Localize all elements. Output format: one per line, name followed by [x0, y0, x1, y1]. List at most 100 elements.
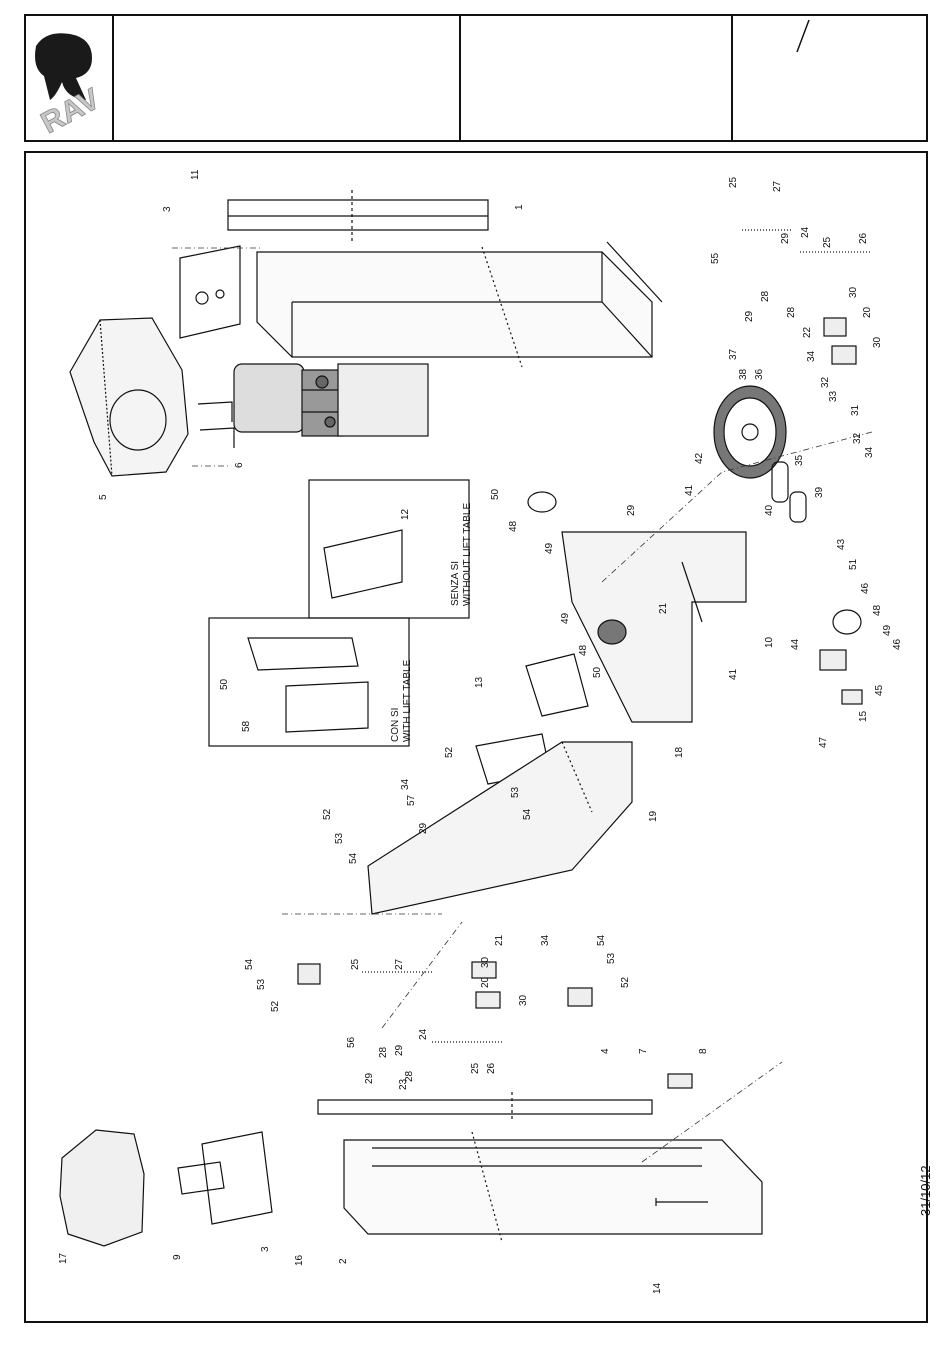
part-callout-p40: 40: [764, 504, 775, 516]
plate-3-bottom: [177, 1131, 273, 1225]
part-callout-p3a: 3: [162, 206, 173, 212]
part-callout-p18: 18: [674, 746, 685, 758]
spring-rods: [362, 229, 872, 1043]
part-callout-p50b: 50: [592, 666, 603, 678]
part-callout-p47: 47: [818, 736, 829, 748]
column-2: [343, 1131, 763, 1243]
part-callout-p29e: 29: [364, 1072, 375, 1084]
part-callout-p29d: 29: [418, 822, 429, 834]
part-callout-p29c: 29: [626, 504, 637, 516]
cylinders-35-39: [771, 461, 807, 523]
part-callout-p54d: 54: [596, 934, 607, 946]
part-callout-p53a: 53: [510, 786, 521, 798]
rollers-48-50: [527, 491, 862, 645]
part-callout-p26b: 26: [486, 1062, 497, 1074]
part-callout-p25b: 25: [822, 236, 833, 248]
part-callout-p32b: 32: [852, 432, 863, 444]
part-callout-p21a: 21: [658, 602, 669, 614]
part-callout-p16: 16: [294, 1254, 305, 1266]
part-callout-p33: 33: [828, 390, 839, 402]
exploded-view-svg: SENZA SI WITHOUT LIFT TABLE CON SI WITH …: [58, 169, 903, 1294]
part-callout-p53b: 53: [334, 832, 345, 844]
part-callout-p1: 1: [514, 204, 525, 210]
sheet-cell: [733, 16, 928, 140]
part-callout-p8: 8: [698, 1048, 709, 1054]
part-callout-p54b: 54: [348, 852, 359, 864]
part-callout-p3b: 3: [260, 1246, 271, 1252]
part-callout-p17: 17: [58, 1252, 69, 1264]
part-callout-p52d: 52: [620, 976, 631, 988]
part-callout-p52b: 52: [322, 808, 333, 820]
box-with-lift-table: [208, 617, 410, 747]
part-callout-p30b: 30: [872, 336, 883, 348]
title-block: RAV: [24, 14, 928, 142]
without-lift-line1: SENZA SI: [450, 561, 461, 606]
cover-17: [59, 1129, 145, 1247]
part-callout-p25a: 25: [728, 176, 739, 188]
part-callout-p48b: 48: [578, 644, 589, 656]
part-callout-p5: 5: [98, 494, 109, 500]
part-callout-p51: 51: [848, 558, 859, 570]
assembly-lines: [172, 247, 873, 1163]
part-callout-p29b: 29: [744, 310, 755, 322]
part-callout-p38: 38: [738, 368, 749, 380]
part-callout-p28c: 28: [378, 1046, 389, 1058]
part-callout-p29a: 29: [780, 232, 791, 244]
part-callout-p27b: 27: [394, 958, 405, 970]
part-callout-p52a: 52: [444, 746, 455, 758]
part-callout-p29f: 29: [394, 1044, 405, 1056]
part-callout-p56: 56: [346, 1036, 357, 1048]
with-lift-line1: CON SI: [390, 708, 401, 742]
part-callout-p4: 4: [600, 1048, 611, 1054]
part-callout-p9: 9: [172, 1254, 183, 1260]
part-callout-p54a: 54: [522, 808, 533, 820]
arm-19: [367, 741, 633, 915]
part-callout-p11: 11: [190, 169, 201, 180]
part-callout-p19: 19: [648, 810, 659, 822]
profile-4: [317, 1092, 653, 1122]
part-callout-p49c: 49: [882, 624, 893, 636]
part-callout-p14: 14: [652, 1282, 663, 1294]
box-notes: SENZA SI WITHOUT LIFT TABLE CON SI WITH …: [219, 503, 473, 742]
code-cell: [461, 16, 733, 140]
power-unit: [233, 363, 429, 437]
part-callout-p2: 2: [338, 1258, 349, 1264]
part-callout-p25d: 25: [470, 1062, 481, 1074]
part-callout-p30d: 30: [518, 994, 529, 1006]
part-callout-p55: 55: [710, 252, 721, 264]
brackets-6: [197, 401, 235, 448]
part-callout-p26a: 26: [858, 232, 869, 244]
part-callout-p30a: 30: [848, 286, 859, 298]
arm-18: [561, 531, 747, 723]
part-callout-p41b: 41: [728, 668, 739, 680]
pulley-36: [713, 385, 787, 479]
box-without-lift-table: [308, 479, 470, 619]
small-parts: [297, 317, 863, 1089]
part-callout-p49b: 49: [560, 612, 571, 624]
title-cell: [114, 16, 461, 140]
part-callout-p46b: 46: [892, 638, 903, 650]
part-callout-p41a: 41: [684, 484, 695, 496]
revision-date: 31/10/12: [918, 1165, 933, 1216]
part-callout-p24b: 24: [418, 1028, 429, 1040]
part-callout-p20a: 20: [862, 306, 873, 318]
part-callout-p52c: 52: [270, 1000, 281, 1012]
profile-11: [227, 190, 489, 242]
part-callout-p28a: 28: [760, 290, 771, 302]
part-callout-p49a: 49: [544, 542, 555, 554]
with-lift-line2: WITH LIFT TABLE: [402, 659, 413, 742]
part-callout-p42: 42: [694, 452, 705, 464]
part-callout-p13: 13: [474, 676, 485, 688]
exploded-view-drawing: SENZA SI WITHOUT LIFT TABLE CON SI WITH …: [24, 151, 928, 1323]
part-callout-p20b: 20: [480, 976, 491, 988]
rav-logo: RAV: [35, 33, 106, 141]
part-callout-p53d: 53: [606, 952, 617, 964]
part-callout-p36: 36: [754, 368, 765, 380]
part-callout-p7: 7: [638, 1048, 649, 1054]
part-callout-p35: 35: [794, 454, 805, 466]
bolt-14: [655, 1198, 708, 1206]
box-part-12: 12: [400, 508, 411, 520]
part-callout-p43: 43: [836, 538, 847, 550]
part-callout-p54c: 54: [244, 958, 255, 970]
part-callout-p24a: 24: [800, 226, 811, 238]
